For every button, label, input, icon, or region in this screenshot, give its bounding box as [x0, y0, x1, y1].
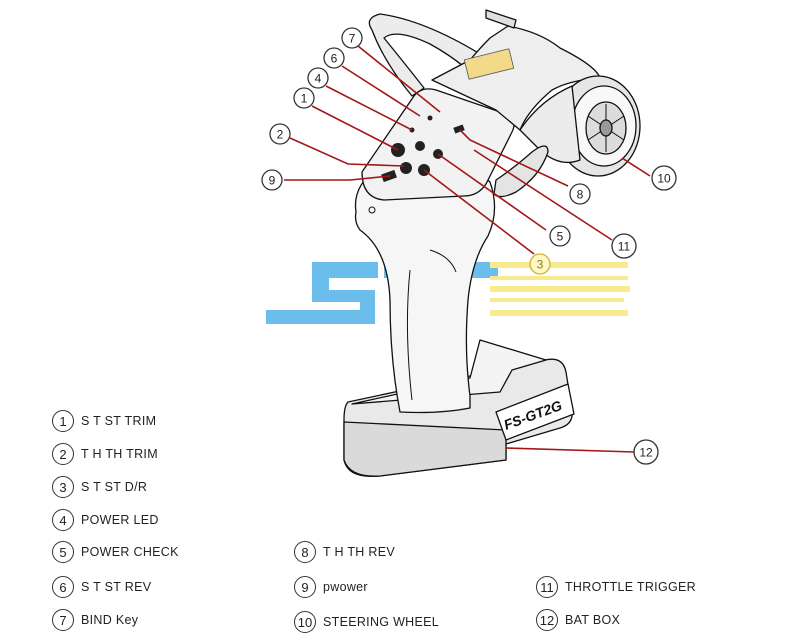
legend-item-6: 6 S T ST REV [52, 575, 151, 599]
callout-4: 4 [307, 67, 329, 89]
callout-11: 11 [611, 233, 637, 259]
leader-line-8 [459, 129, 569, 187]
callout-12: 12 [633, 439, 659, 465]
legend-item-8: 8 T H TH REV [294, 540, 395, 564]
leader-line-11 [473, 149, 613, 241]
grip-ridge [429, 249, 457, 273]
watermark-bar [490, 286, 630, 292]
leader-line-5 [437, 153, 547, 231]
legend-number: 3 [52, 476, 74, 498]
callout-3: 3 [529, 253, 551, 275]
legend-label: POWER CHECK [81, 545, 179, 559]
svg-text:12: 12 [639, 446, 653, 460]
antenna [485, 9, 517, 29]
legend-number: 11 [536, 576, 558, 598]
legend-number: 12 [536, 609, 558, 631]
legend-label: STEERING WHEEL [323, 615, 440, 629]
brand-badge [463, 48, 515, 80]
legend-number: 8 [294, 541, 316, 563]
legend-number: 2 [52, 443, 74, 465]
callout-8: 8 [569, 183, 591, 205]
callouts: 1 2 3 4 5 6 7 8 9 10 11 12 [261, 27, 677, 465]
callout-5: 5 [549, 225, 571, 247]
transmitter [343, 9, 641, 478]
legend-label: pwower [323, 580, 368, 594]
svg-text:6: 6 [331, 52, 338, 66]
legend-item-7: 7 BIND Key [52, 608, 138, 632]
leader-line-4 [325, 85, 413, 131]
callout-1: 1 [293, 87, 315, 109]
grip-ridge [406, 269, 413, 401]
legend-label: THROTTLE TRIGGER [565, 580, 696, 594]
callout-10: 10 [651, 165, 677, 191]
leader-line-12 [505, 447, 635, 453]
leader-line-2 [289, 137, 405, 167]
grip [354, 129, 496, 414]
legend-label: T H TH TRIM [81, 447, 158, 461]
legend-label: BAT BOX [565, 613, 621, 627]
legend-item-2: 2 T H TH TRIM [52, 442, 158, 466]
bat-box-front [343, 421, 507, 477]
legend-number: 7 [52, 609, 74, 631]
watermark-bar [490, 276, 628, 280]
svg-text:5: 5 [557, 230, 564, 244]
legend-item-5: 5 POWER CHECK [52, 540, 179, 564]
legend-item-11: 11 THROTTLE TRIGGER [536, 575, 696, 599]
legend-item-3: 3 S T ST D/R [52, 475, 147, 499]
watermark-bar [490, 310, 628, 316]
legend-number: 4 [52, 509, 74, 531]
leader-line-9 [284, 175, 391, 181]
watermark-letter-s [266, 262, 378, 324]
leader-line-7 [357, 45, 441, 113]
leader-line-10 [621, 157, 651, 177]
leader-line-6 [341, 65, 421, 117]
legend-item-9: 9 pwower [294, 575, 368, 599]
legend-label: BIND Key [81, 613, 139, 627]
watermark-bar [490, 262, 628, 268]
callout-7: 7 [341, 27, 363, 49]
legend-number: 9 [294, 576, 316, 598]
legend-label: S T ST TRIM [81, 414, 157, 428]
legend-item-4: 4 POWER LED [52, 508, 159, 532]
svg-text:10: 10 [657, 172, 671, 186]
watermark-bar [490, 298, 624, 302]
legend-item-1: 1 S T ST TRIM [52, 409, 156, 433]
legend-label: S T ST D/R [81, 480, 148, 494]
svg-text:7: 7 [349, 32, 356, 46]
svg-text:1: 1 [301, 92, 308, 106]
legend-label: POWER LED [81, 513, 159, 527]
svg-text:8: 8 [577, 188, 584, 202]
bat-box-top [351, 339, 547, 405]
callout-6: 6 [323, 47, 345, 69]
svg-text:2: 2 [277, 128, 284, 142]
callout-9: 9 [261, 169, 283, 191]
leader-lines [284, 45, 651, 453]
legend-number: 5 [52, 541, 74, 563]
svg-text:3: 3 [537, 258, 544, 272]
legend-label: S T ST REV [81, 580, 152, 594]
svg-text:4: 4 [315, 72, 322, 86]
svg-text:11: 11 [618, 240, 631, 254]
legend-item-12: 12 BAT BOX [536, 608, 620, 632]
leader-line-1 [311, 105, 399, 151]
leader-line-3 [423, 169, 535, 255]
wheel-arm [519, 85, 581, 164]
legend-label: T H TH REV [323, 545, 395, 559]
console [361, 88, 515, 201]
legend-number: 1 [52, 410, 74, 432]
upper-housing [431, 25, 601, 131]
legend-item-10: 10 STEERING WHEEL [294, 610, 439, 634]
legend-number: 10 [294, 611, 316, 633]
model-label-panel [495, 383, 575, 441]
callout-2: 2 [269, 123, 291, 145]
legend-number: 6 [52, 576, 74, 598]
svg-text:9: 9 [269, 174, 276, 188]
throttle-trigger [493, 145, 549, 198]
